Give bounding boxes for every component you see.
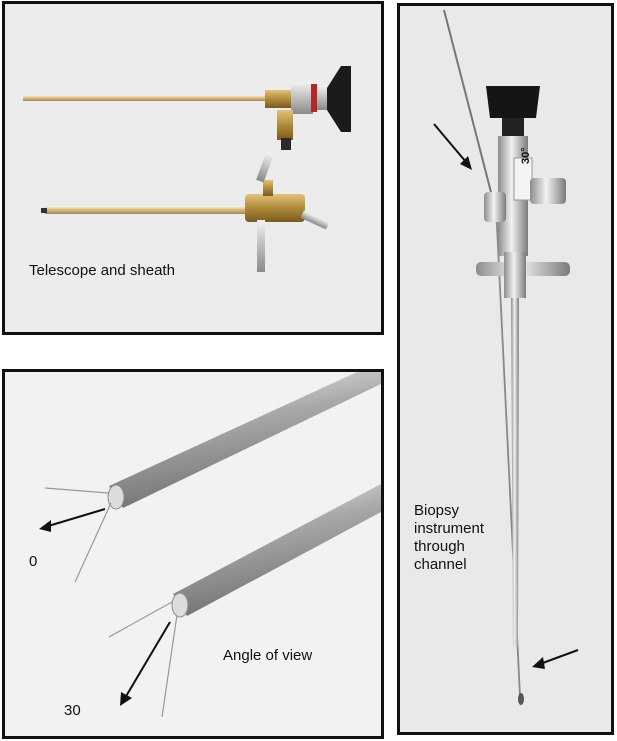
telescope-sheath-photo [23,66,351,272]
side-valve [300,210,330,230]
sheath-hub [504,252,526,298]
view-line-30-lower [161,614,178,718]
view-line-0-lower [74,502,112,583]
angle-plate [513,157,533,201]
angle-of-view-photo [39,372,381,718]
scope-shaft [511,298,519,646]
scope-tip-30 [171,592,189,618]
angle-of-view-caption: Angle of view [223,647,313,664]
arrow-lower [539,649,579,665]
view-arrowhead-0 [39,520,51,532]
biopsy-caption-line-2: instrument [414,520,485,537]
view-arrowhead-30 [120,692,132,706]
light-post [277,110,293,140]
view-arrow-0 [44,508,106,528]
biopsy-photo [433,9,579,705]
biopsy-wire [443,9,493,197]
angle-of-view-panel: 0 Angle of view 30 [2,369,384,739]
biopsy-forceps-tip [518,693,524,705]
scope-tip-0 [107,484,125,510]
eyepiece [486,86,540,118]
telescope-sheath-caption: Telescope and sheath [29,262,175,279]
scope-tube-30 [173,484,381,616]
light-post-tip [281,138,291,150]
stopcock-top [256,151,274,183]
sheath-port-top [263,180,273,196]
view-line-30-upper [108,601,173,638]
telescope-sheath-panel: Telescope and sheath [2,1,384,335]
eyepiece-neck [502,118,524,136]
biopsy-caption: Biopsy instrument through channel [414,502,484,574]
telescope-coupler [265,90,293,108]
eyepiece [327,66,351,132]
scope-tube-0 [109,372,381,508]
instrument-port [484,192,506,222]
biopsy-caption-line-4: channel [414,556,467,573]
arrowhead-upper [460,156,472,170]
sheath-shaft [45,207,250,214]
scope-angle-label: 30° [520,147,532,164]
telescope-shaft [23,96,268,101]
telescope-body [291,82,313,114]
view-line-0-upper [44,487,109,494]
arrow-upper [433,123,467,163]
sheath-tip [41,208,47,213]
marker-thirty: 30 [64,702,81,719]
view-arrow-30 [124,621,171,699]
telescope-neck [317,86,327,110]
light-post [530,178,566,204]
biopsy-caption-line-1: Biopsy [414,502,460,519]
red-ring [311,84,317,112]
arrowhead-lower [532,657,545,669]
biopsy-caption-line-3: through [414,538,465,555]
biopsy-panel: 30° Biopsy instrument through channel [397,3,614,735]
sheath-body [245,194,305,222]
marker-zero: 0 [29,553,38,570]
stopcock-bottom [257,220,265,272]
